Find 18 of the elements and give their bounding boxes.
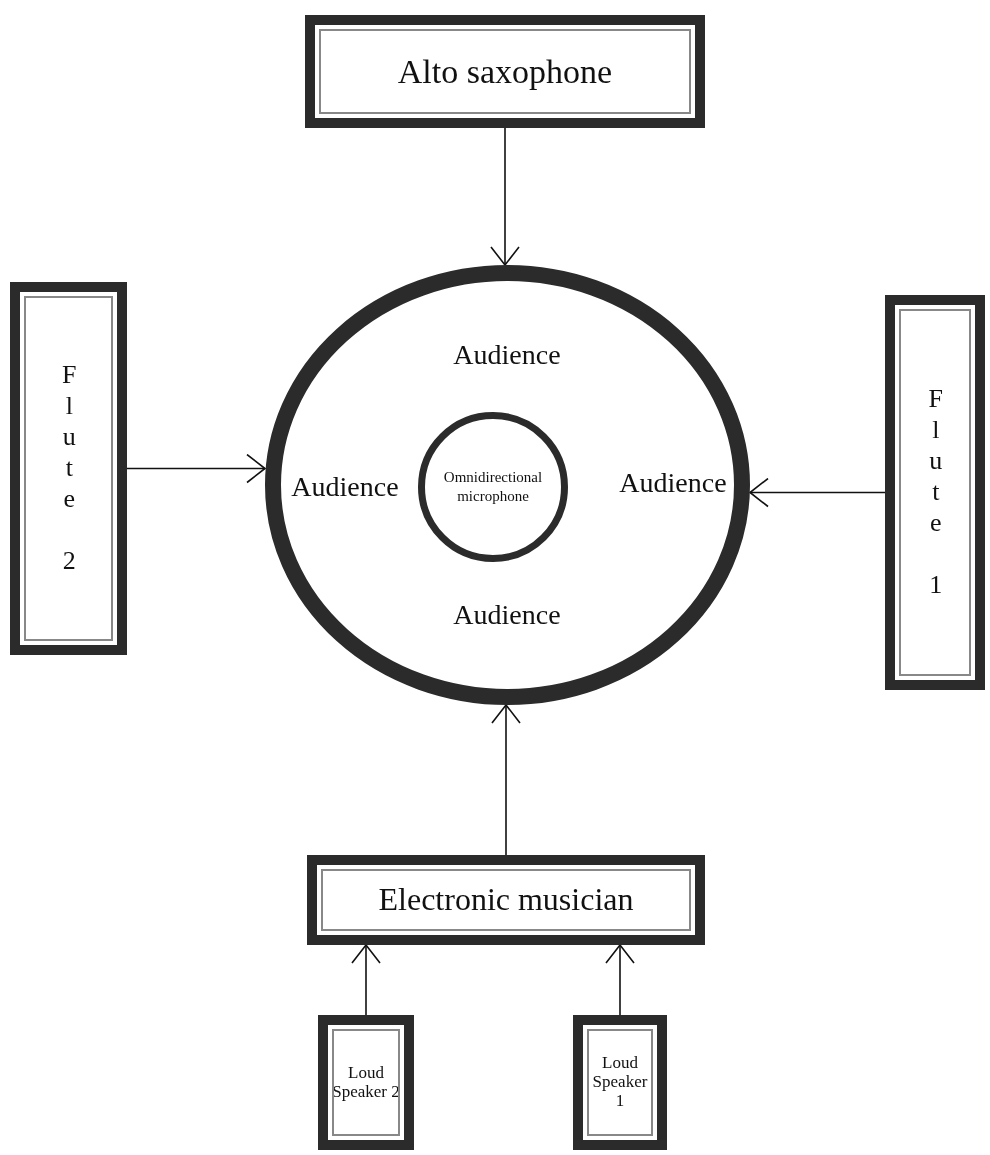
musician-box: Flute 1 [885, 295, 985, 690]
musician-box: Alto saxophone [305, 15, 705, 128]
audience-ring [265, 265, 750, 705]
audience-label: Audience [453, 339, 561, 371]
arrow [126, 453, 266, 484]
musician-box: Flute 2 [10, 282, 127, 655]
arrow [749, 477, 886, 508]
arrow [491, 704, 521, 856]
arrow [605, 944, 635, 1016]
microphone-circle [418, 412, 568, 562]
microphone-label: Omnidirectional microphone [442, 468, 544, 506]
arrow [351, 944, 381, 1016]
audience-label: Audience [291, 471, 399, 503]
musician-box: Electronic musician [307, 855, 705, 945]
arrow [490, 127, 520, 266]
audience-label: Audience [619, 467, 727, 499]
audience-label: Audience [453, 599, 561, 631]
speaker-box: Loud Speaker 1 [573, 1015, 667, 1150]
